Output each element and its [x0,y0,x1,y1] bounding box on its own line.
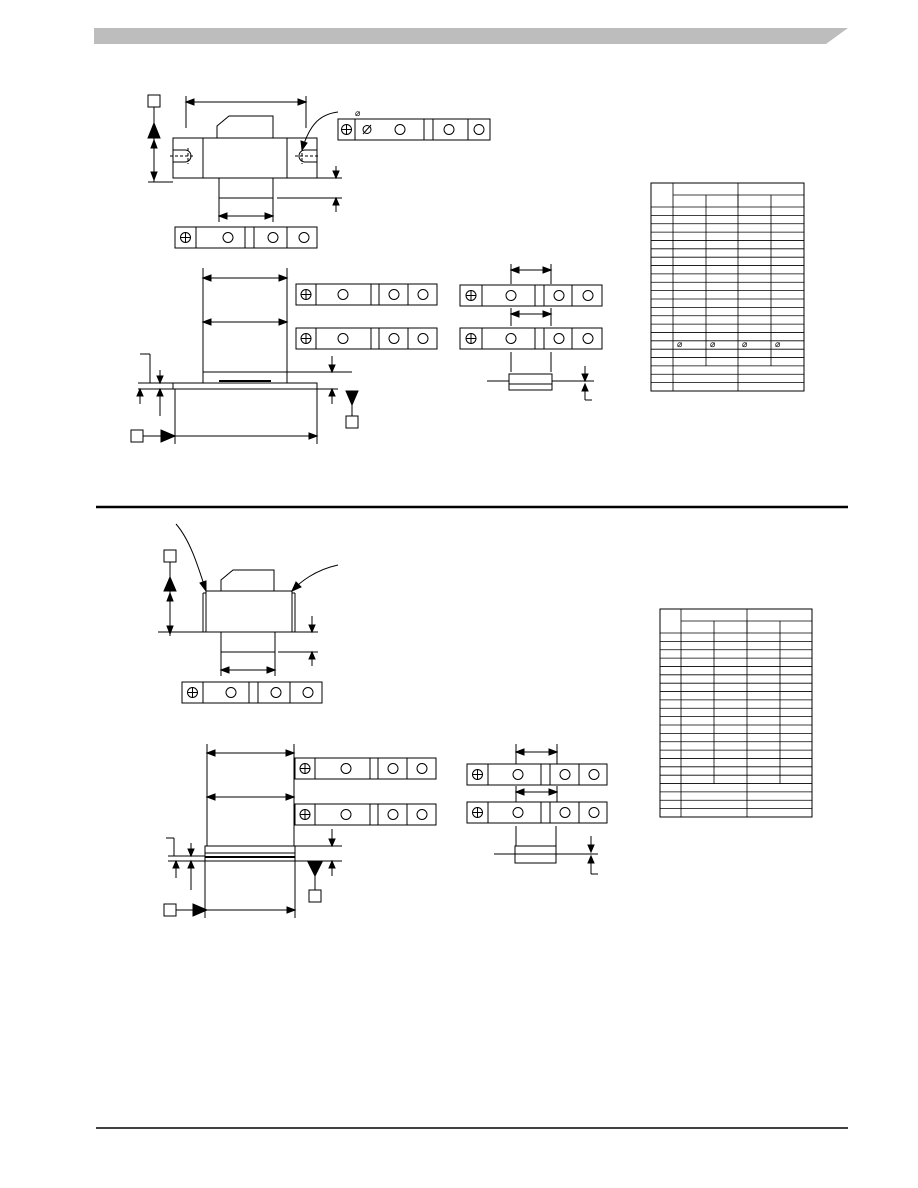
dimension-table-1: ⌀ ⌀ ⌀ ⌀ [650,182,805,392]
side-view-2 [163,744,342,918]
package-outline-1: ⌀ [147,94,361,222]
end-view-2 [466,744,608,875]
package-outline-2 [158,523,339,676]
feature-control-frame-icon [295,283,438,306]
diameter-symbol: ⌀ [710,340,716,350]
side-view-1 [130,268,359,444]
feature-control-frame-icon [337,118,491,141]
table-frame [659,608,813,818]
diameter-symbol: ⌀ [742,340,748,350]
feature-control-frame-icon [466,763,608,786]
datum-flag-icon [147,94,161,139]
svg-text:⌀: ⌀ [355,109,361,119]
header-band [94,28,848,44]
feature-control-frame-icon [294,803,437,826]
feature-control-frame-icon [181,681,323,704]
diameter-symbol: ⌀ [677,340,683,350]
feature-control-frame-icon [459,284,603,307]
feature-control-frame-icon [295,327,438,350]
datum-flag-icon [163,549,177,592]
dimension-table-2 [659,608,813,818]
feature-control-frame-icon [466,801,608,824]
feature-control-frame-icon [294,757,437,780]
feature-control-frame-icon [174,226,318,249]
dimension-arrow-icon [184,96,308,128]
feature-control-frame-icon [459,327,603,350]
table-frame [650,182,805,392]
end-view-1 [459,264,603,401]
diameter-symbol: ⌀ [775,340,781,350]
